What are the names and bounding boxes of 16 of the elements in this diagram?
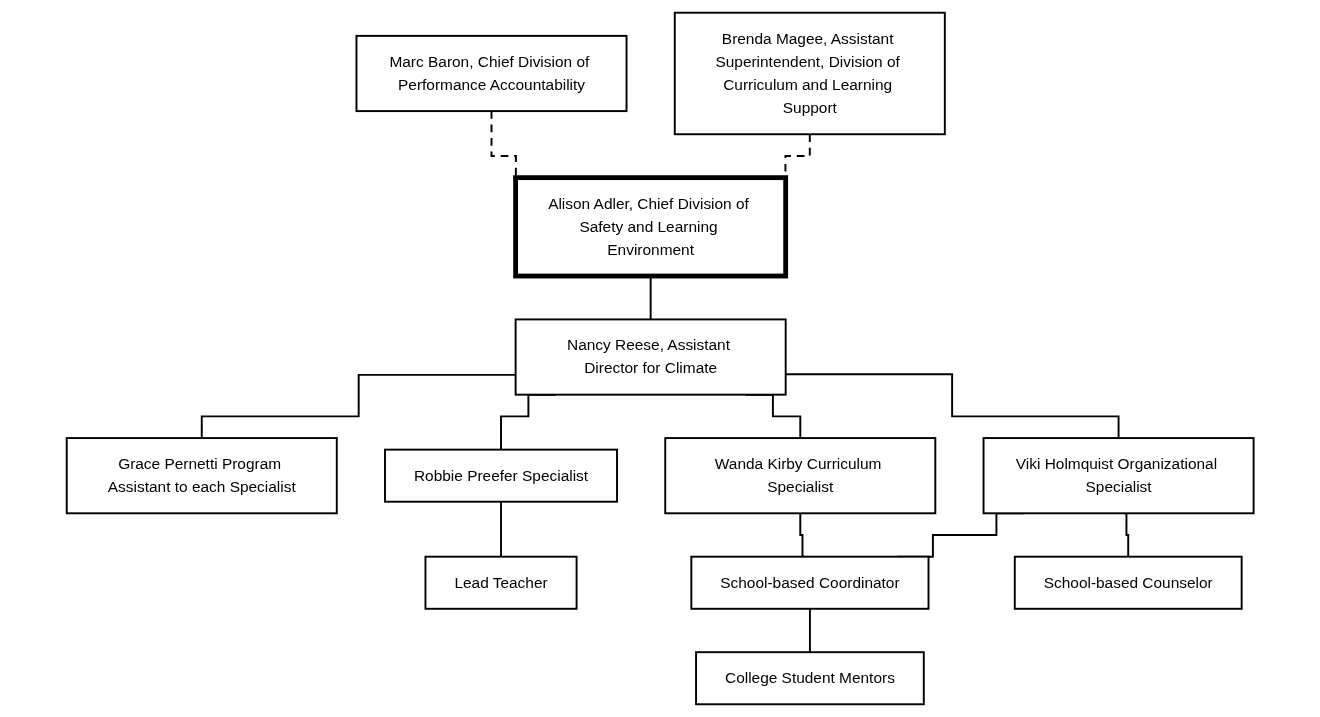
node-box: Wanda Kirby Curriculum Specialist	[664, 437, 937, 515]
node-box: Brenda Magee, Assistant Superintendent, Division of Curriculum and Learning Support	[673, 11, 946, 136]
connector	[808, 607, 811, 654]
connector	[799, 512, 806, 558]
node-box: Viki Holmquist Organizational Specialist	[982, 437, 1255, 515]
connector	[499, 500, 502, 558]
node-box: School-based Coordinator	[690, 555, 930, 610]
node-box: College Student Mentors	[694, 651, 925, 706]
connector	[1123, 512, 1129, 558]
node-box: Marc Baron, Chief Division of Performance Accountability	[355, 34, 628, 113]
node-box: Grace Pernetti Program Assistant to each Specialist	[65, 437, 338, 515]
node-box: Nancy Reese, Assistant Director for Climate	[514, 318, 787, 396]
node-box: School-based Counselor	[1013, 555, 1243, 610]
node-box: Lead Teacher	[424, 555, 578, 610]
node-box: Robbie Preefer Specialist	[383, 448, 618, 503]
node-box: Alison Adler, Chief Division of Safety and Learning Environment	[513, 175, 788, 279]
